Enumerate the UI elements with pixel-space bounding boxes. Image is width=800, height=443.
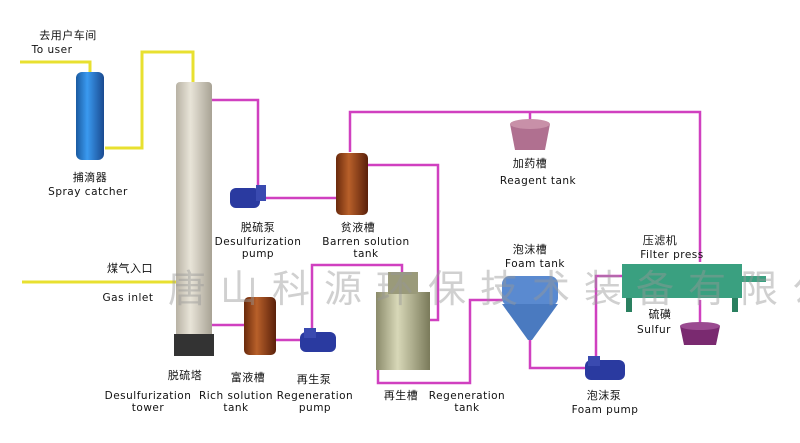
filter-press	[622, 264, 766, 312]
en2: tank	[454, 402, 480, 414]
en2: pump	[298, 402, 332, 414]
gas-inlet-en: Gas inlet	[102, 292, 154, 304]
desulfurization-pump-zh: 脱硫泵	[240, 221, 276, 234]
sulfur-en: Sulfur	[637, 324, 671, 336]
foam-tank-zh: 泡沫槽	[512, 243, 548, 256]
foam-pump-zh: 泡沫泵	[586, 389, 622, 402]
reagent-tank-zh: 加药槽	[512, 157, 548, 170]
reagent-tank-en: Reagent tank	[499, 175, 577, 187]
en2: tower	[131, 402, 165, 414]
barren-solution-tank	[336, 153, 368, 215]
filter-press-en: Filter press	[640, 249, 704, 261]
watermark: 唐山科源环保技术装备有限公司	[168, 267, 800, 311]
desulfurization-pump	[230, 185, 266, 208]
foam-tank-en: Foam tank	[505, 258, 565, 270]
en1: Rich solution	[198, 390, 274, 402]
sulfur-zh: 硫磺	[648, 308, 672, 321]
desulfurization-tower	[176, 82, 212, 338]
tower-zh: 脱硫塔	[167, 369, 203, 382]
filter-press-zh: 压滤机	[642, 234, 678, 247]
regeneration-pump-zh: 再生泵	[296, 373, 332, 386]
spray-catcher-zh: 捕滴器	[72, 171, 108, 184]
rich-tank-zh: 富液槽	[230, 371, 266, 384]
regeneration-tank	[376, 272, 430, 370]
foam-pump-en: Foam pump	[571, 404, 639, 416]
regeneration-tank-zh: 再生槽	[383, 389, 419, 402]
barren-tank-zh: 贫液槽	[340, 221, 376, 234]
en1: Regeneration	[276, 390, 354, 402]
spray-catcher-en: Spray catcher	[48, 186, 128, 198]
en1: Desulfurization	[214, 236, 302, 248]
en2: tank	[223, 402, 249, 414]
en2: tank	[353, 248, 379, 260]
spray-catcher	[76, 72, 104, 160]
gas-inlet-zh: 煤气入口	[107, 262, 153, 275]
en1: Barren solution	[322, 236, 410, 248]
en1: Regeneration	[428, 390, 506, 402]
foam-tank	[502, 276, 558, 340]
en2: pump	[241, 248, 275, 260]
foam-pump	[585, 356, 625, 380]
reagent-tank	[510, 119, 550, 150]
to-user-zh: 去用户车间	[39, 29, 97, 42]
gas-pipes	[20, 50, 195, 284]
rich-solution-tank	[244, 297, 276, 355]
regeneration-pump	[300, 328, 336, 352]
en1: Desulfurization	[104, 390, 192, 402]
sulfur-container	[680, 322, 720, 345]
solution-pipes	[212, 98, 702, 385]
to-user-en: To user	[31, 44, 73, 56]
